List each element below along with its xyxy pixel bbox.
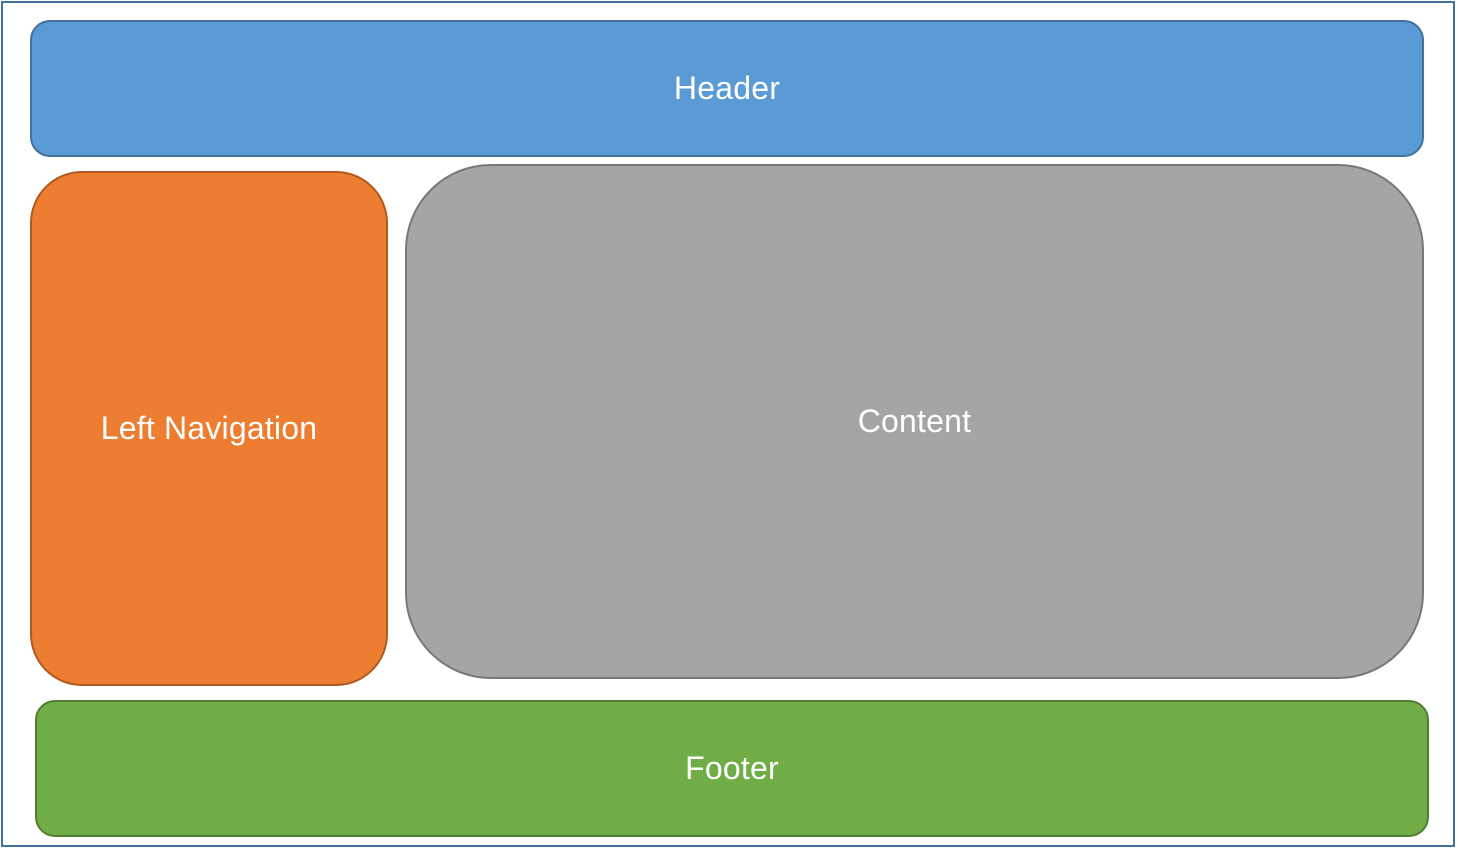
left-navigation-region: Left Navigation	[30, 171, 388, 686]
left-navigation-label: Left Navigation	[100, 410, 318, 446]
header-label: Header	[673, 70, 781, 106]
footer-label: Footer	[685, 750, 779, 786]
header-region: Header	[30, 20, 1424, 157]
footer-region: Footer	[35, 700, 1429, 837]
content-label: Content	[857, 403, 972, 439]
content-region: Content	[405, 164, 1424, 679]
